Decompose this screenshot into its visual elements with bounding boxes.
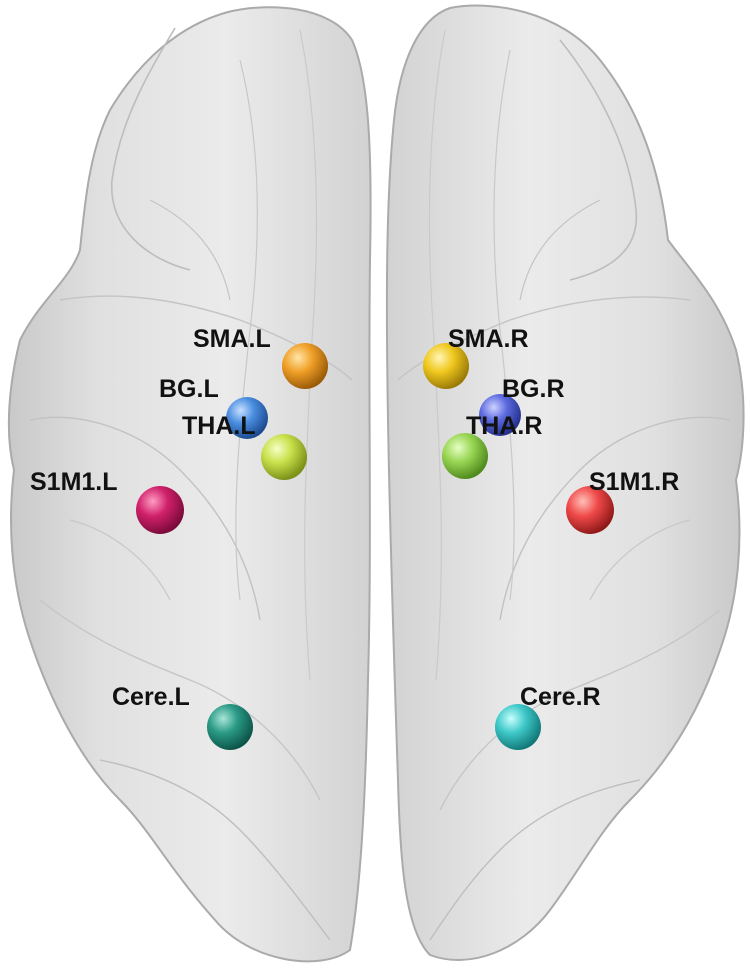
- node-sphere-s1m1-r: [566, 486, 614, 534]
- node-label-cere-l: Cere.L: [112, 683, 190, 711]
- node-sphere-cere-l: [207, 704, 253, 750]
- node-label-s1m1-l: S1M1.L: [30, 468, 118, 496]
- node-sphere-sma-l: [282, 343, 328, 389]
- node-sphere-tha-r: [442, 433, 488, 479]
- node-label-cere-r: Cere.R: [520, 683, 601, 711]
- node-label-tha-l: THA.L: [182, 412, 256, 440]
- node-label-bg-r: BG.R: [502, 375, 565, 403]
- node-sphere-sma-r: [423, 343, 469, 389]
- node-label-sma-r: SMA.R: [448, 325, 529, 353]
- node-label-s1m1-r: S1M1.R: [589, 468, 679, 496]
- node-spheres: [136, 343, 614, 750]
- node-sphere-s1m1-l: [136, 486, 184, 534]
- right-hemisphere: [385, 4, 745, 961]
- node-labels: SMA.L BG.L THA.L S1M1.L Cere.L SMA.R BG.…: [30, 325, 679, 711]
- left-hemisphere: [7, 6, 372, 963]
- node-sphere-bg-l: [226, 397, 268, 439]
- node-sphere-bg-r: [479, 394, 521, 436]
- node-sphere-tha-l: [261, 434, 307, 480]
- node-sphere-cere-r: [495, 704, 541, 750]
- node-label-sma-l: SMA.L: [193, 325, 271, 353]
- node-label-tha-r: THA.R: [466, 412, 542, 440]
- node-label-bg-l: BG.L: [159, 375, 219, 403]
